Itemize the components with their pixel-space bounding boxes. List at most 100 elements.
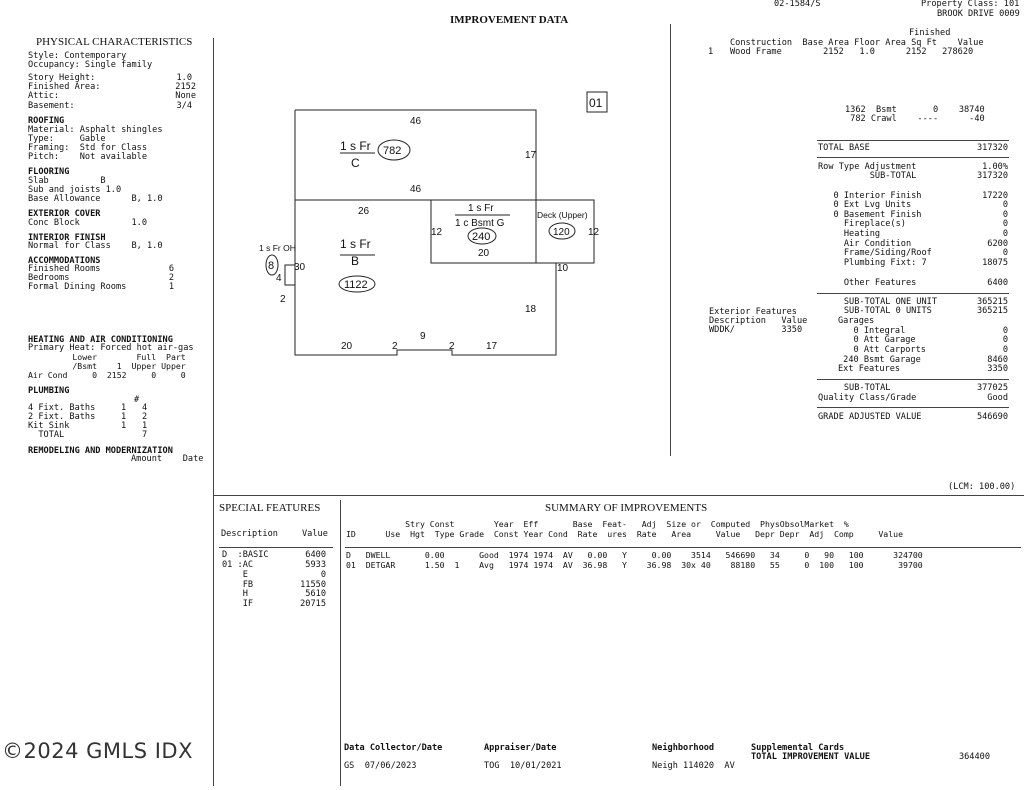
dim-label: 26: [358, 206, 370, 217]
subtotal-label: SUB-TOTAL: [818, 383, 891, 393]
hvac-title: HEATING AND AIR CONDITIONING: [28, 335, 173, 345]
hvac-row: Air Cond 0 2152 0 0: [28, 370, 186, 380]
dim-label: 20: [341, 341, 353, 352]
left-divider: [213, 38, 214, 786]
dim-label: 9: [420, 331, 426, 342]
bsmt-row: 1362 Bsmt 0 38740: [845, 105, 985, 115]
total-label: Heating: [818, 229, 881, 239]
sketch-label: Deck (Upper): [537, 210, 588, 220]
plumb-b: 4: [142, 403, 148, 413]
occupancy: Occupancy: Single family: [28, 60, 153, 70]
roof-type: Type: Gable: [28, 134, 106, 144]
total-value: 6200: [987, 239, 1008, 249]
special-value: 0: [320, 570, 326, 580]
sketch-tag-box: [586, 91, 608, 113]
total-label: 0 Ext Lvg Units: [818, 200, 912, 210]
special-title: SPECIAL FEATURES: [219, 502, 321, 514]
remodel-title: REMODELING AND MODERNIZATION: [28, 446, 173, 456]
dim-label: 18: [525, 304, 537, 315]
lcm: (LCM: 100.00): [948, 482, 1016, 492]
total-value: 365215: [976, 297, 1008, 307]
garage-value: 0: [1002, 345, 1008, 355]
basement-label: Basement:: [28, 101, 75, 111]
finished-area-label: Finished Area:: [28, 82, 101, 92]
hvac-head-2: /Bsmt 1 Upper Upper: [28, 361, 186, 371]
dim-label: 46: [410, 116, 422, 127]
area-oval: [265, 254, 279, 276]
sketch-outline: [295, 109, 537, 200]
special-desc: FB: [222, 580, 254, 590]
dim-label: 10: [557, 263, 569, 274]
dim-label: 2: [280, 294, 286, 305]
neighborhood-value: Neigh 114020 AV: [652, 761, 735, 771]
dim-label: 2: [449, 341, 455, 352]
roofing-title: ROOFING: [28, 116, 65, 126]
plumb-label: 4 Fixt. Baths: [28, 403, 96, 413]
total-value: 365215: [976, 306, 1008, 316]
collector-label: Data Collector/Date: [344, 743, 443, 753]
exterior-1: Conc Block 1.0: [28, 218, 147, 228]
special-value: 5933: [305, 560, 326, 570]
appraiser-value: TOG 10/01/2021: [484, 761, 562, 771]
garage-value: 0: [1002, 335, 1008, 345]
area-label: 1122: [344, 279, 368, 291]
total-value: 18075: [982, 258, 1008, 268]
plumb-b: 7: [142, 430, 148, 440]
total-label: Frame/Siding/Roof: [818, 248, 932, 258]
sketch-label: 1 c Bsmt G: [455, 218, 505, 229]
plumb-label: Kit Sink: [28, 421, 70, 431]
sketch-overhang: [284, 264, 295, 286]
plumb-b: 1: [142, 421, 148, 431]
total-line: [817, 140, 1009, 141]
total-label: SUB-TOTAL ONE UNIT: [818, 297, 937, 307]
total-improvement-label: TOTAL IMPROVEMENT VALUE: [751, 752, 870, 762]
total-label: 0 Interior Finish: [818, 191, 922, 201]
special-value: 6400: [305, 550, 326, 560]
neighborhood-label: Neighborhood: [652, 743, 715, 753]
quality-label: Quality Class/Grade: [818, 393, 917, 403]
plumb-a: 1: [121, 421, 127, 431]
special-value: 20715: [300, 599, 326, 609]
garage-label: 0 Att Garage: [838, 335, 916, 345]
crawl-row: 782 Crawl ---- -40: [845, 114, 985, 124]
total-label: Other Features: [818, 278, 917, 288]
summary-row: D DWELL 0.00 Good 1974 1974 AV 0.00 Y 0.…: [346, 550, 923, 560]
dim-label: 30: [294, 262, 306, 273]
plumb-label: TOTAL: [28, 430, 65, 440]
grade-value: 546690: [976, 412, 1008, 422]
dim-label: 4: [276, 273, 282, 284]
remodel-head: Amount Date: [131, 454, 204, 464]
total-value: 17220: [982, 191, 1008, 201]
total-value: 0: [1002, 200, 1008, 210]
sketch-label: B: [351, 254, 359, 268]
plumbing-title: PLUMBING: [28, 386, 70, 396]
total-value: 0: [1002, 248, 1008, 258]
special-desc: H: [222, 589, 248, 599]
accommodations-title: ACCOMMODATIONS: [28, 256, 101, 266]
total-label: Air Condition: [818, 239, 912, 249]
dim-label: 46: [410, 184, 422, 195]
summary-row: 01 DETGAR 1.50 1 Avg 1974 1974 AV 36.98 …: [346, 560, 923, 570]
floor-1: Slab B: [28, 176, 106, 186]
address: BROOK DRIVE 0009: [937, 9, 1020, 19]
ext-features-head: Description Value: [709, 316, 808, 326]
roof-material: Material: Asphalt shingles: [28, 125, 163, 135]
garage-value: 3350: [987, 364, 1008, 374]
dim-label: 12: [588, 227, 600, 238]
story-height-label: Story Height:: [28, 73, 96, 83]
total-improvement-value: 364400: [958, 752, 990, 762]
area-label: 120: [553, 227, 570, 238]
accom-label: Finished Rooms: [28, 264, 101, 274]
total-label: SUB-TOTAL: [818, 171, 917, 181]
construction-finished-head: Finished: [909, 28, 951, 38]
hvac-head-1: Lower Full Part: [28, 352, 186, 362]
plumbing-hash: #: [134, 395, 140, 405]
sketch-right-wing: [294, 110, 595, 356]
accom-label: Bedrooms: [28, 273, 70, 283]
construction-row-no: 1: [708, 47, 714, 57]
dim-label: 17: [486, 341, 498, 352]
special-value: 11550: [300, 580, 326, 590]
garages-title: Garages: [838, 316, 875, 326]
area-label: 782: [383, 145, 401, 157]
subtotal-value: 377025: [976, 383, 1008, 393]
